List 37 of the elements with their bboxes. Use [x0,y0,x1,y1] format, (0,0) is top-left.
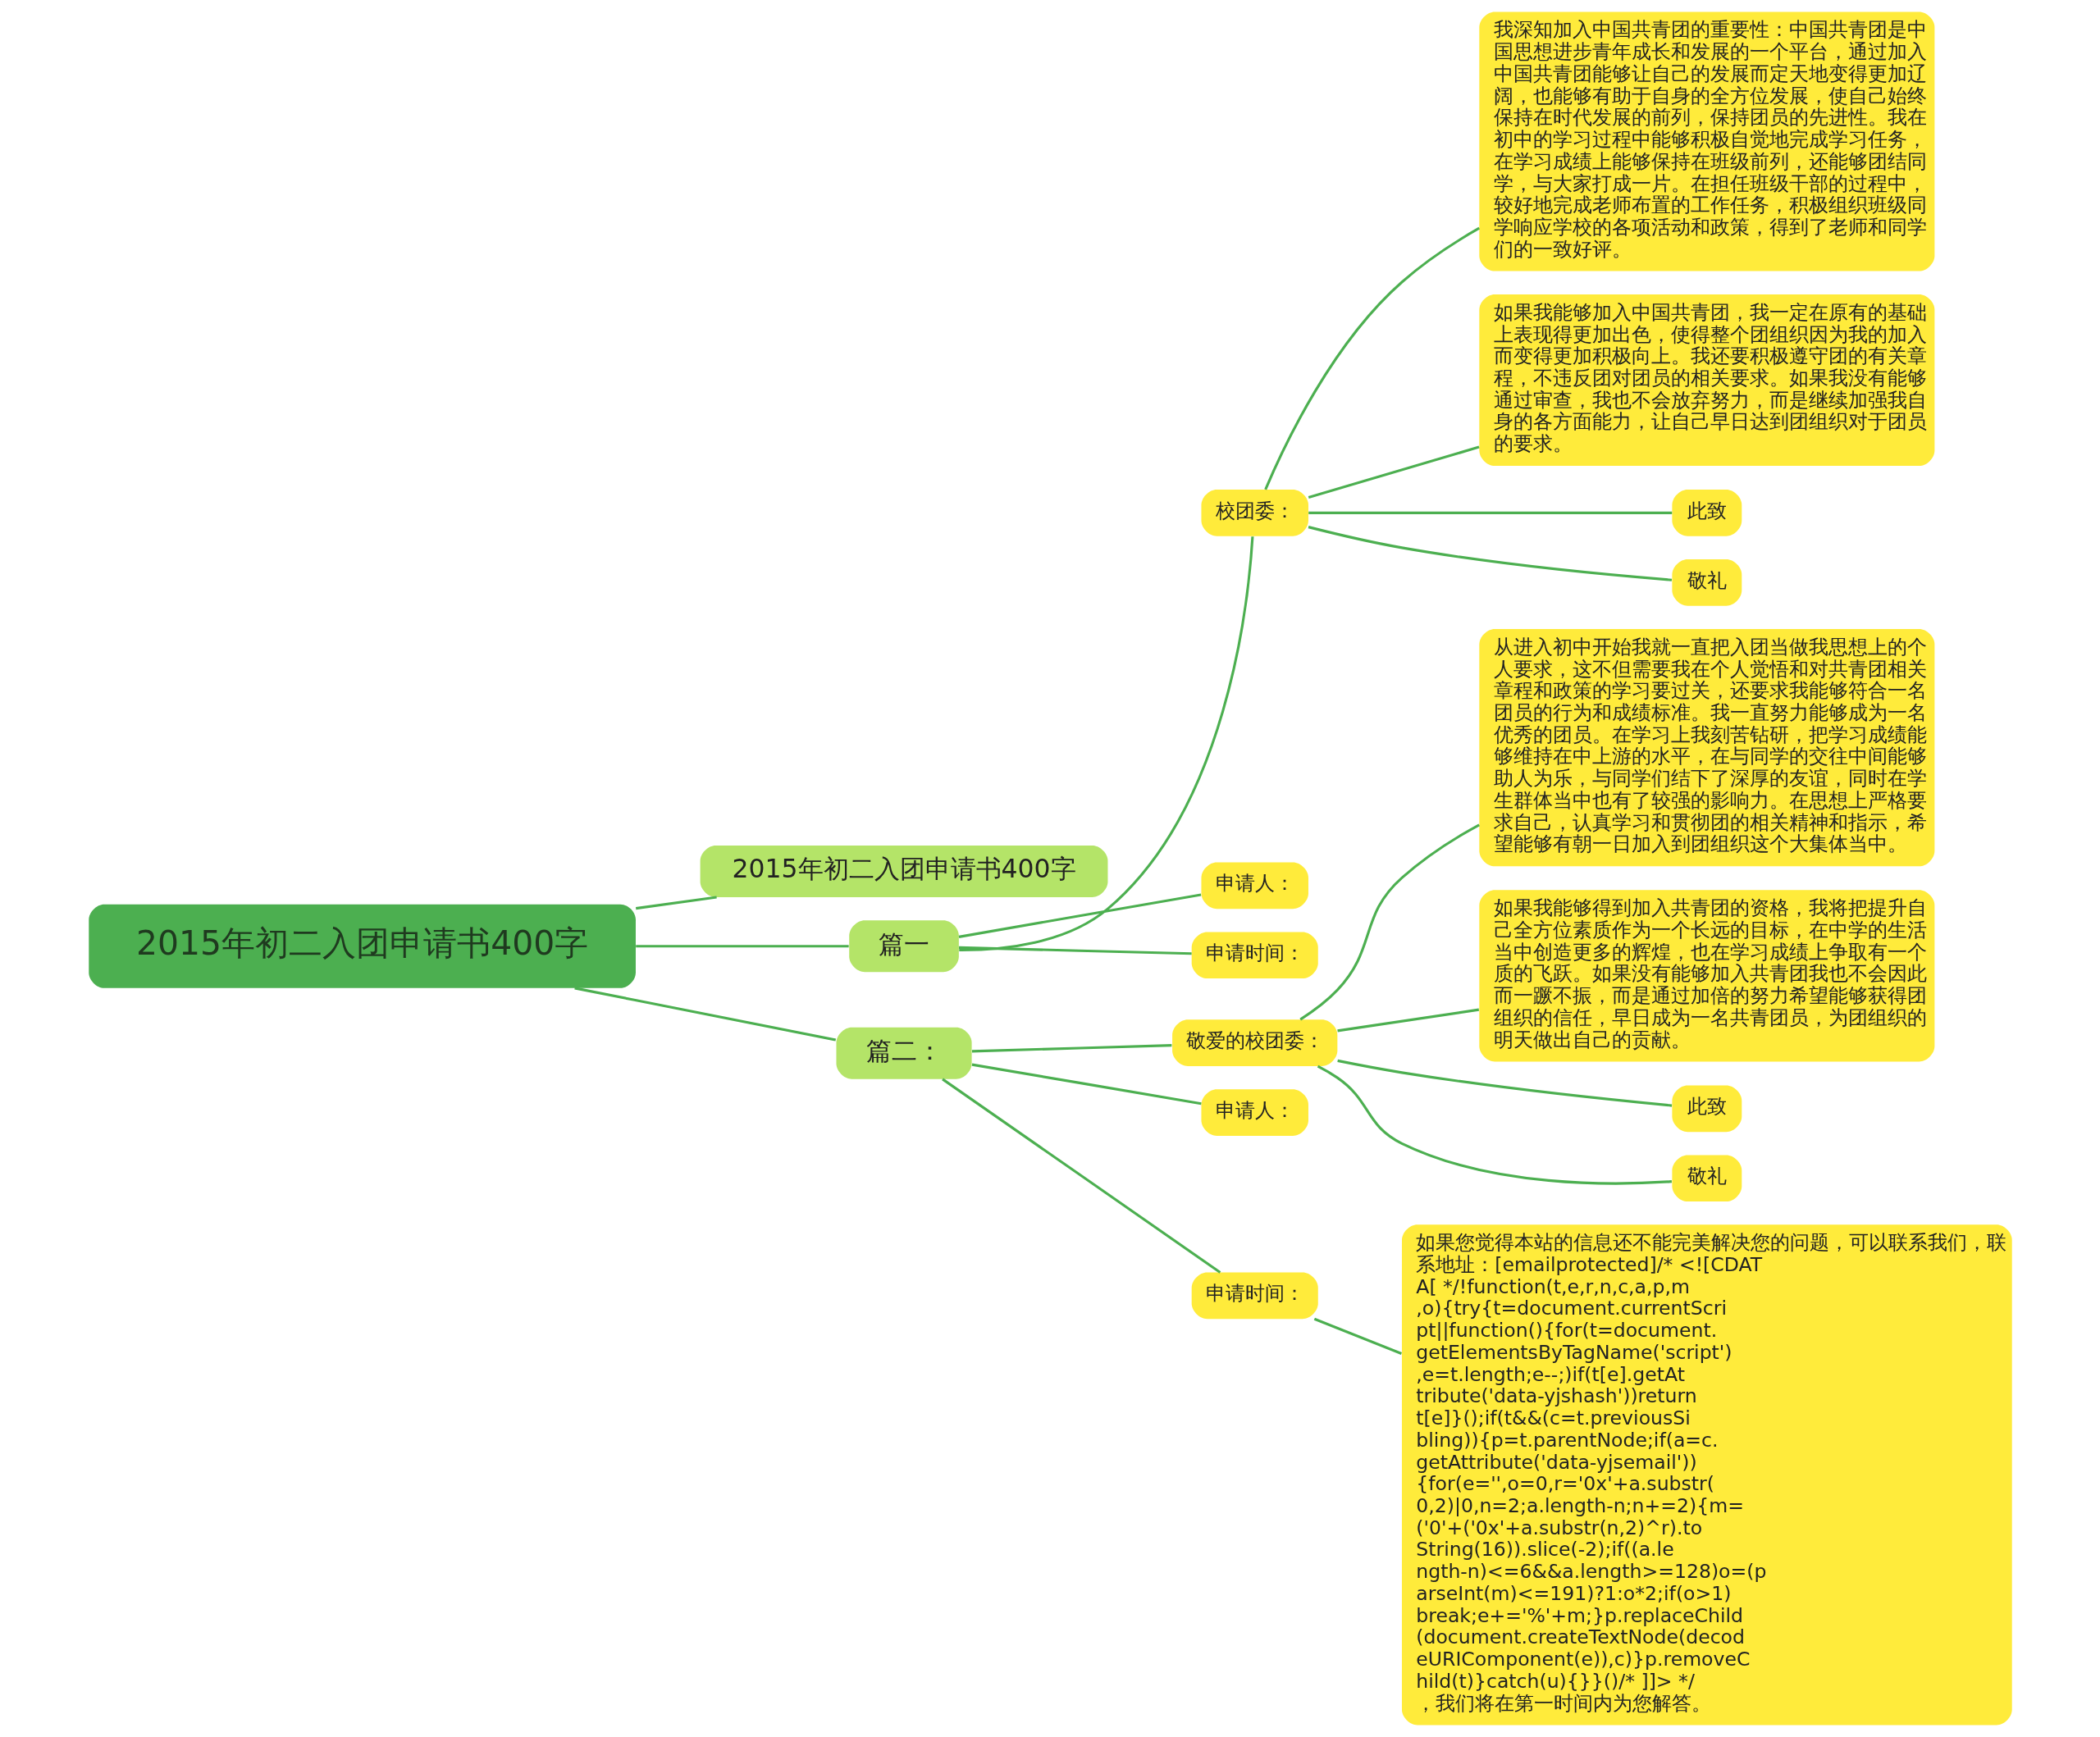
connector [635,896,717,910]
node-box: 从进入初中开始我就一直把入团当做我思想上的个人要求，这不但需要我在个人觉悟和对共青团相关章程和政策的学习要过关，还要求我能够符合一名团员的行为和成绩标准。我一直努力能够成为一名优秀的团员。在学习上我刻苦钻研，把学习成绩能够维持在中上游的水平，在与同学的交往中间能够助人为乐，与同学们结下了深厚的友谊，同时在学生群体当中也有了较强的影响力。在思想上严格要求自己，认真学习和贯彻团的相关精神和指示，希望能够有朝一日加入到团组织这个大集体当中。 [1478,628,1934,867]
connector [1308,511,1672,514]
node-box: 敬爱的校团委： [1171,1019,1337,1066]
node-box: 校团委： [1200,490,1308,536]
connector [958,893,1201,938]
connector [941,1078,1221,1274]
connector [1263,226,1480,490]
connector [1308,526,1672,581]
node-box: 我深知加入中国共青团的重要性：中国共青团是中国思想进步青年成长和发展的一个平台，通过加入中国共青团能够让自己的发展而定天地变得更加辽阔，也能够有助于自身的全方位发展，使自己始终保持在时代发展的前列，保持团员的先进性。我在初中的学习过程中能够积极自觉地完成学习任务，在学习成绩上能够保持在班级前列，还能够团结同学，与大家打成一片。在担任班级干部的过程中，较好地完成老师布置的工作任务，积极组织班级同学响应学校的各项活动和政策，得到了老师和同学们的一致好评。 [1478,11,1934,271]
connector [1336,1059,1672,1107]
node-box: 如果我能够加入中国共青团，我一定在原有的基础上表现得更加出色，使得整个团组织因为我的加入而变得更加积极向上。我还要积极遵守团的有关章程，不违反团对团员的相关要求。如果我没有能够通过审查，我也不会放弃努力，而是继续加强我自身的各方面能力，让自己早日达到团组织对于团员的要求。 [1478,294,1934,466]
connector [573,987,836,1042]
connector [958,536,1253,951]
node-box: 敬礼 [1671,559,1742,606]
node-box: 篇二： [836,1027,972,1079]
node-box: 申请人： [1200,862,1308,910]
node-box: 敬礼 [1671,1155,1742,1202]
connector [1299,823,1480,1021]
connector [1313,1317,1402,1355]
node-box: 如果我能够得到加入共青团的资格，我将把提升自己全方位素质作为一个长远的目标，在中学的生活当中创造更多的辉煌，也在学习成绩上争取有一个质的飞跃。如果没有能够加入共青团我也不会因此而一蹶不振，而是通过加倍的努力希望能够获得团组织的信任，早日成为一名共青团员，为团组织的明天做出自己的贡献。 [1478,890,1934,1062]
node-box: 2015年初二入团申请书400字 [700,846,1107,897]
connector [971,1063,1202,1106]
node-box: 申请人： [1200,1089,1308,1136]
node-box: 此致 [1671,490,1742,536]
connector [1308,445,1479,499]
connector [971,1044,1171,1053]
node-box: 申请时间： [1191,932,1318,979]
node-box: 如果您觉得本站的信息还不能完美解决您的问题，可以联系我们，联系地址：[emailprotected]/* <![CDATA[ */!function(t,e,r,n,c,a,p,m,o){try{t=document.currentScript||function(){for(t=document.getElementsByTagName('script'),e=t.length;e--;)if(t[e].getAttribute('data-yjshash'))return t[e]}();if(t&&(c=t.previousSibling)){p=t.parentNode;if(a=c.getAttribute('data-yjsemail')){for(e='',o=0,r='0x'+a.substr(0,2)|0,n=2;a.length-n;n+=2){m=('0'+('0x'+a.substr(n,2)^r).toString(16)).slice(-2);if((a.length-n)<=6&&a.length>=128)o=(parseInt(m)<=191)?1:o*2;if(o>1)break;e+='%'+m;}p.replaceChild(document.createTextNode(decodeURIComponent(e)),c)}p.removeChild(t)}catch(u){}}()/* ]]> */，我们将在第一时间内为您解答。 [1401,1224,2012,1726]
connector [635,945,849,948]
node-box: 申请时间： [1191,1272,1318,1320]
node-box: 2015年初二入团申请书400字 [88,904,636,988]
connector [1336,1008,1479,1033]
node-box: 此致 [1671,1085,1742,1133]
node-box: 篇一 [848,920,959,973]
connector [1317,1065,1672,1185]
connector [958,946,1192,955]
